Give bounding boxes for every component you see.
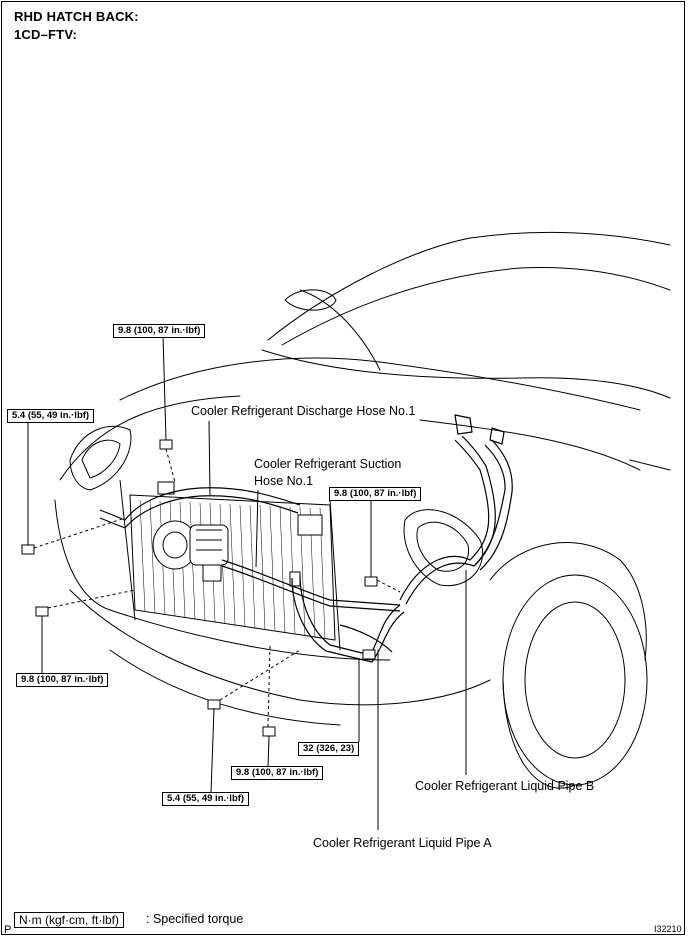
left-headlight-inner: [81, 439, 121, 479]
right-headlight-inner: [416, 521, 470, 572]
label-suction-hose-line1: Cooler Refrigerant Suction: [254, 457, 402, 471]
suction-hose: [221, 559, 401, 606]
figure-id: I32210: [654, 924, 682, 934]
bolt-lower-left: [207, 699, 221, 710]
windshield-base: [261, 349, 671, 399]
label-liquid-pipe-b: Cooler Refrigerant Liquid Pipe B: [415, 779, 595, 793]
side-sill: [629, 459, 671, 471]
discharge-hose: [99, 487, 301, 521]
header-model: RHD HATCH BACK:: [14, 9, 139, 24]
bolt-upper-radiator: [159, 439, 173, 450]
torque-spec-lower-center: 9.8 (100, 87 in.·lbf): [231, 766, 324, 780]
fender-right: [419, 419, 641, 471]
label-suction-hose-line2: Hose No.1: [254, 474, 314, 488]
bumper-chin: [109, 649, 341, 726]
roof-line: [267, 231, 671, 341]
torque-spec-liquid-pipe-nut: 32 (326, 23): [298, 742, 360, 756]
heater-fittings: [454, 414, 505, 445]
hood-rear: [119, 357, 641, 411]
radiator-frame: [119, 479, 341, 651]
left-headlight: [69, 425, 132, 491]
liquid-pipe-a: [299, 574, 401, 656]
torque-spec-left-upper: 5.4 (55, 49 in.·lbf): [7, 409, 95, 423]
label-liquid-pipe-a: Cooler Refrigerant Liquid Pipe A: [313, 836, 492, 850]
bolt-left-lower: [35, 606, 49, 617]
footer-mark: P: [4, 924, 12, 936]
nut-liquid-pipe: [362, 649, 376, 660]
liquid-pipe-b: [399, 439, 490, 601]
bolt-left-upper: [21, 544, 35, 555]
windshield-top: [281, 267, 671, 346]
bumper-top: [54, 499, 391, 661]
legend-torque-unit-box: N·m (kgf·cm, ft·lbf): [14, 912, 124, 928]
legend-description: : Specified torque: [146, 912, 244, 926]
right-headlight: [403, 509, 484, 587]
bumper-lower: [69, 589, 491, 706]
a-pillar: [299, 289, 381, 371]
label-discharge-hose: Cooler Refrigerant Discharge Hose No.1: [191, 404, 416, 418]
torque-spec-right: 9.8 (100, 87 in.·lbf): [329, 487, 422, 501]
torque-spec-upper: 9.8 (100, 87 in.·lbf): [113, 324, 206, 338]
mirror: [284, 289, 337, 311]
torque-spec-lower-left: 5.4 (55, 49 in.·lbf): [162, 792, 250, 806]
header-engine: 1CD–FTV:: [14, 27, 78, 42]
torque-spec-left-lower: 9.8 (100, 87 in.·lbf): [16, 673, 109, 687]
wheel-arch: [489, 542, 647, 661]
bolt-lower-center: [262, 726, 276, 737]
bolt-right: [364, 576, 378, 587]
hood-front-edge: [59, 395, 241, 481]
